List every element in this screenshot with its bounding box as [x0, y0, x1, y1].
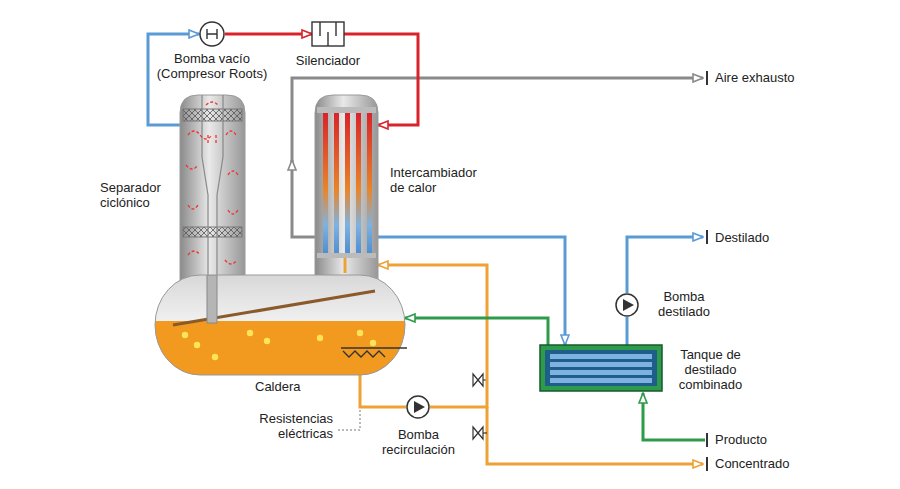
terminal-label: Aire exhausto	[715, 70, 825, 85]
node-label: Caldera	[255, 379, 325, 394]
heat-exchanger: Intercambiador de calor	[315, 95, 378, 290]
terminal-bar	[706, 230, 708, 244]
flow-arrow	[291, 160, 294, 170]
recirculation-pump-shape	[406, 395, 430, 419]
callout-label: Resistencias eléctricas	[243, 411, 333, 441]
recirculation-pump: Bomba recirculación	[406, 395, 430, 419]
pipe-connector	[405, 318, 548, 345]
pipe-connector	[225, 33, 312, 36]
pipe-connector	[378, 237, 565, 345]
terminal-label: Concentrado	[715, 456, 825, 471]
distillate-pipe	[627, 237, 703, 293]
terminal-bar	[706, 71, 708, 85]
distillate-pump-shape	[615, 293, 639, 317]
node-label: Silenciador	[278, 53, 378, 68]
terminal-label: Destilado	[715, 230, 825, 245]
terminal-bar	[706, 433, 708, 447]
node-label: Tanque de destilado combinado	[668, 347, 753, 392]
node-label: Bomba destilado	[649, 289, 719, 319]
valve-symbol	[473, 374, 487, 386]
boiler-vessel: Caldera	[155, 275, 405, 375]
node-label: Separador ciclónico	[100, 180, 175, 210]
boiler-vessel-shape	[155, 275, 405, 375]
product-pipe	[643, 393, 705, 440]
distillate-tank: Tanque de destilado combinado	[540, 345, 662, 391]
heat-exchanger-shape	[315, 95, 378, 290]
pipe-connector	[626, 317, 629, 345]
cyclone-separator: Separador ciclónico	[180, 95, 245, 290]
leader-line	[337, 378, 360, 430]
silencer-box: Silenciador	[312, 22, 344, 46]
concentrate-pipe	[487, 407, 703, 464]
node-label: Bomba vacío (Compresor Roots)	[152, 51, 272, 81]
compressor-pump: Bomba vacío (Compresor Roots)	[199, 21, 225, 47]
terminal-label: Producto	[715, 432, 825, 447]
distillate-tank-shape	[540, 345, 662, 391]
compressor-pump-shape	[199, 21, 225, 47]
cyclone-separator-shape	[180, 95, 245, 290]
node-label: Intercambiador de calor	[390, 165, 490, 195]
valve-symbol	[473, 427, 487, 439]
node-label: Bomba recirculación	[371, 427, 466, 457]
pipe-connector	[360, 375, 406, 407]
terminal-bar	[706, 457, 708, 471]
silencer-box-shape	[312, 22, 344, 46]
distillate-pump: Bomba destilado	[615, 293, 639, 317]
